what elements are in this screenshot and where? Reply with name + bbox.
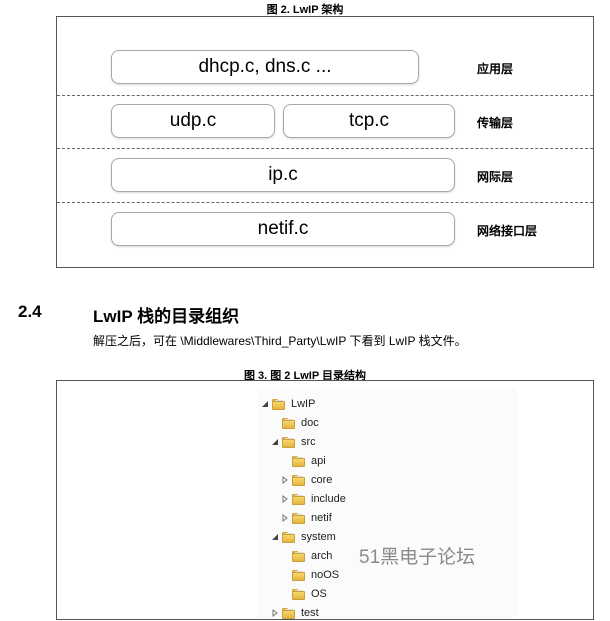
- tree-item-label: netif: [311, 512, 332, 524]
- layer-label-transport: 传输层: [477, 116, 514, 130]
- tree-item-os[interactable]: OS: [280, 586, 327, 602]
- tree-item-label: noOS: [311, 569, 340, 581]
- folder-icon: [292, 550, 305, 562]
- folder-icon: [282, 436, 295, 448]
- tree-item-label: src: [301, 436, 316, 448]
- architecture-diagram: dhcp.c, dns.c ... 应用层 udp.c tcp.c 传输层 ip…: [56, 16, 594, 268]
- folder-icon: [282, 531, 295, 543]
- layer-divider: [57, 148, 593, 149]
- layer-label-internet: 网际层: [477, 170, 514, 184]
- tree-item-label: core: [311, 474, 333, 486]
- folder-icon: [282, 607, 295, 619]
- layer-divider: [57, 202, 593, 203]
- module-box-netif: netif.c: [111, 212, 455, 246]
- forum-watermark: 51黑电子论坛: [359, 547, 476, 568]
- tree-item-core[interactable]: core: [280, 472, 332, 488]
- collapsed-arrow-icon[interactable]: [280, 475, 290, 485]
- expander-spacer: [270, 418, 280, 428]
- tree-item-label: doc: [301, 417, 319, 429]
- folder-icon: [272, 398, 285, 410]
- tree-item-include[interactable]: include: [280, 491, 346, 507]
- expander-spacer: [280, 456, 290, 466]
- module-box-tcp: tcp.c: [283, 104, 455, 138]
- tree-item-label: arch: [311, 550, 333, 562]
- expander-spacer: [280, 570, 290, 580]
- tree-item-label: LwIP: [291, 398, 316, 410]
- layer-label-application: 应用层: [477, 62, 514, 76]
- tree-item-system[interactable]: system: [270, 529, 336, 545]
- explorer-tree-pane: LwIP doc src api core include netif system arch n…: [257, 388, 517, 621]
- tree-item-noos[interactable]: noOS: [280, 567, 339, 583]
- expanded-arrow-icon[interactable]: [260, 399, 270, 409]
- collapsed-arrow-icon[interactable]: [280, 513, 290, 523]
- tree-item-doc[interactable]: doc: [270, 415, 319, 431]
- expander-spacer: [280, 589, 290, 599]
- layer-divider: [57, 95, 593, 96]
- folder-icon: [292, 493, 305, 505]
- module-box-ip: ip.c: [111, 158, 455, 192]
- folder-icon: [292, 474, 305, 486]
- tree-item-arch[interactable]: arch: [280, 548, 332, 564]
- tree-item-label: OS: [311, 588, 327, 600]
- folder-icon: [292, 588, 305, 600]
- directory-tree-figure: LwIP doc src api core include netif system arch n…: [56, 380, 594, 620]
- collapsed-arrow-icon[interactable]: [270, 608, 280, 618]
- folder-icon: [292, 569, 305, 581]
- folder-icon: [292, 455, 305, 467]
- collapsed-arrow-icon[interactable]: [280, 494, 290, 504]
- section-title: LwIP 栈的目录组织: [93, 307, 240, 326]
- tree-item-label: test: [301, 607, 319, 619]
- tree-item-api[interactable]: api: [280, 453, 326, 469]
- expanded-arrow-icon[interactable]: [270, 532, 280, 542]
- tree-item-label: system: [301, 531, 336, 543]
- figure-2-caption: 图 2. LwIP 架构: [266, 4, 344, 16]
- expander-spacer: [280, 551, 290, 561]
- figure-3-caption: 图 3. 图 2 LwIP 目录结构: [243, 370, 367, 382]
- tree-item-test[interactable]: test: [270, 605, 319, 621]
- tree-item-lwip[interactable]: LwIP: [260, 396, 315, 412]
- section-number: 2.4: [18, 302, 42, 321]
- tree-item-label: api: [311, 455, 326, 467]
- tree-item-src[interactable]: src: [270, 434, 316, 450]
- module-box-udp: udp.c: [111, 104, 275, 138]
- tree-item-netif[interactable]: netif: [280, 510, 332, 526]
- module-box-app: dhcp.c, dns.c ...: [111, 50, 419, 84]
- layer-label-network-interface: 网络接口层: [477, 224, 538, 238]
- folder-icon: [292, 512, 305, 524]
- folder-icon: [282, 417, 295, 429]
- section-paragraph: 解压之后，可在 \Middlewares\Third_Party\LwIP 下看…: [93, 334, 467, 348]
- tree-item-label: include: [311, 493, 346, 505]
- expanded-arrow-icon[interactable]: [270, 437, 280, 447]
